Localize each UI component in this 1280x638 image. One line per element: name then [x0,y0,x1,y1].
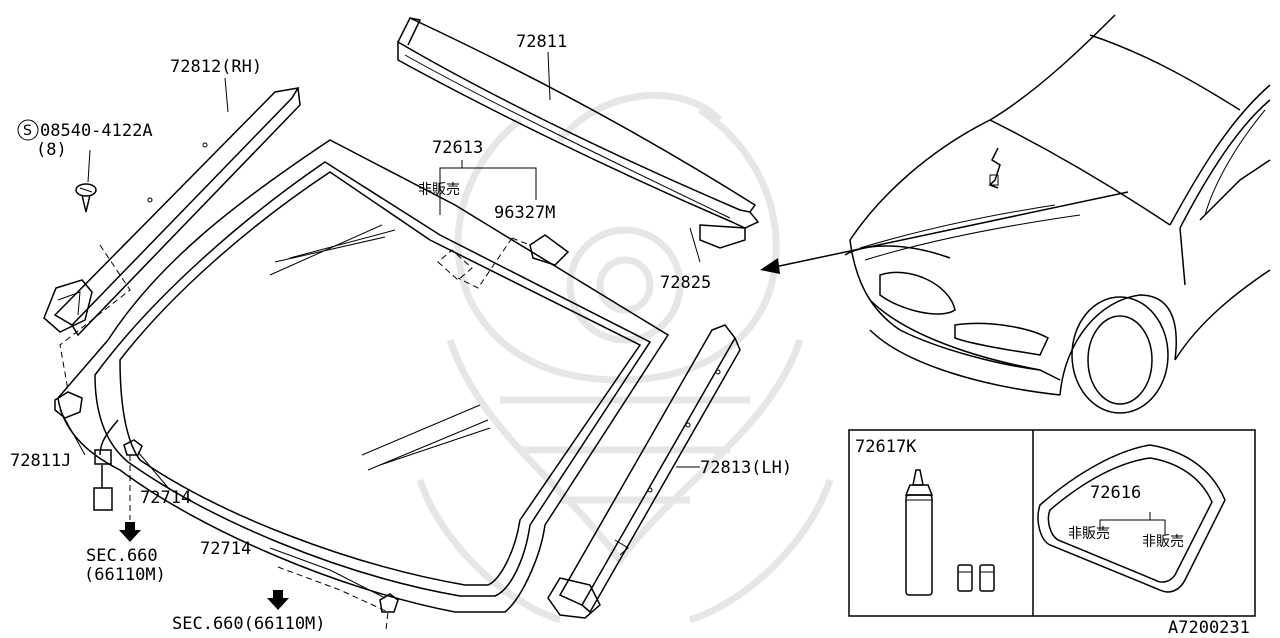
label-bolt-code: 08540-4122A [40,121,153,141]
clip-72714-b [267,547,399,631]
label-72616: 72616 [1090,483,1141,503]
label-72813: 72813(LH) [700,458,792,478]
label-72617k: 72617K [855,437,917,457]
arrow-down-icon [267,590,289,610]
label-not-for-sale-3: 非販売 [1142,534,1184,550]
label-72714-a: 72714 [140,488,191,508]
label-not-for-sale-1: 非販売 [418,182,460,198]
arrow-down-icon [119,522,141,542]
dam-rubber [1037,444,1226,593]
label-sec660-a: SEC.660 [86,546,158,566]
upper-molding [397,17,760,249]
inset-panel [848,429,1256,617]
label-96327m: 96327M [494,203,555,223]
circled-s-symbol [17,119,39,141]
label-bolt-qty: (8) [36,140,67,160]
leader-lines [59,51,701,468]
harness-connector [93,419,119,511]
label-72613: 72613 [432,138,483,158]
label-sec660-b: SEC.660(66110M) [172,614,326,634]
clip-72714-a [119,439,171,542]
label-72811: 72811 [516,32,567,52]
screw-icon [75,149,97,213]
arrow-left-icon [760,258,780,274]
sensor-cover [457,234,570,289]
adhesive-tube [904,469,995,596]
label-72825: 72825 [660,273,711,293]
label-72811j: 72811J [10,451,71,471]
windshield-glass [57,139,670,613]
rh-side-molding [43,86,301,391]
clip-72811j [54,391,83,419]
lh-side-molding [547,324,741,619]
label-72812: 72812(RH) [170,57,262,77]
label-sec660-a-part: (66110M) [84,565,166,585]
circled-s-letter: S [23,123,32,139]
diagram-code: A7200231 [1168,618,1250,638]
car-illustration [760,14,1271,414]
label-72714-b: 72714 [200,539,251,559]
label-not-for-sale-2: 非販売 [1068,526,1110,542]
